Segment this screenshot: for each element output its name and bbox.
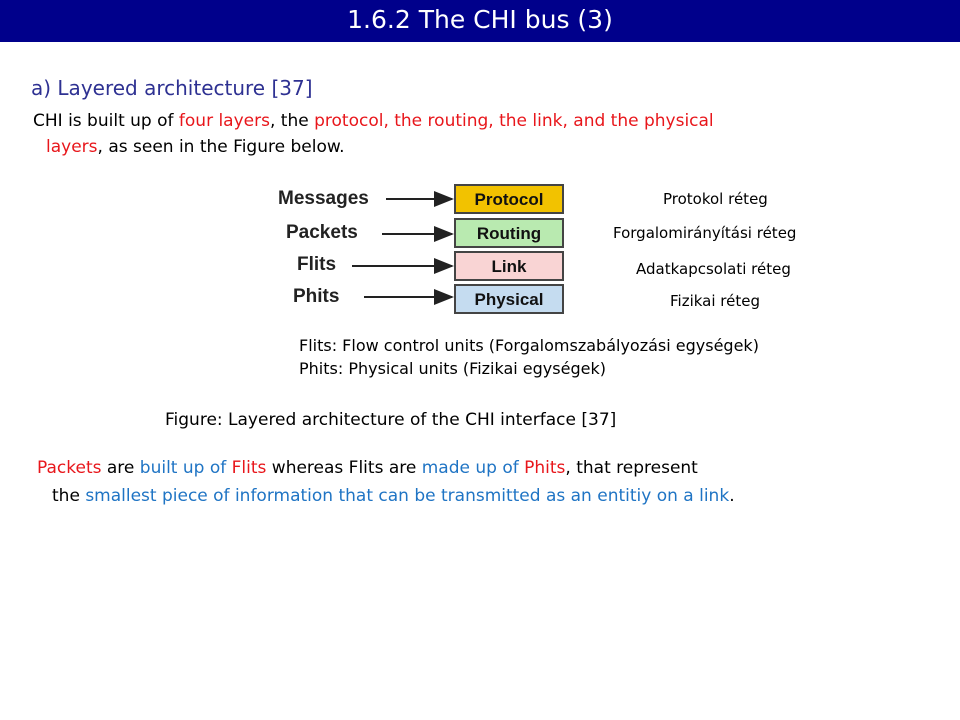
summary-built-up-of: built up of <box>139 458 227 478</box>
note-flits: Flits: Flow control units (Forgalomszabá… <box>299 336 759 355</box>
intro-text-6: , as seen in the Figure below. <box>97 137 345 157</box>
layer-physical: Physical <box>454 284 564 314</box>
summary-made-up-of: made up of <box>421 458 519 478</box>
summary-smallest-piece: smallest piece of information that can b… <box>85 486 730 506</box>
summary-phits: Phits <box>524 458 566 478</box>
intro-layer-list: protocol, the routing, the link, and the… <box>314 111 714 131</box>
intro-layers-word: layers <box>46 137 98 157</box>
figure-caption: Figure: Layered architecture of the CHI … <box>165 410 617 430</box>
intro-line-1: CHI is built up of four layers, the prot… <box>33 108 714 134</box>
fig-label-packets: Packets <box>286 222 358 243</box>
summary-text-10: , that represent <box>565 458 698 478</box>
slide-title: 1.6.2 The CHI bus (3) <box>347 5 613 34</box>
fig-label-messages: Messages <box>278 188 369 209</box>
summary-flits: Flits <box>231 458 267 478</box>
hu-physical-layer: Fizikai réteg <box>670 292 760 310</box>
layer-protocol: Protocol <box>454 184 564 214</box>
intro-line-2: layers, as seen in the Figure below. <box>46 134 345 160</box>
layer-routing: Routing <box>454 218 564 248</box>
summary-period: . <box>729 486 735 506</box>
summary-text-2: are <box>101 458 140 478</box>
summary-packets: Packets <box>37 458 102 478</box>
hu-link-layer: Adatkapcsolati réteg <box>636 260 791 278</box>
hu-protocol-layer: Protokol réteg <box>663 190 768 208</box>
summary-line-2: the smallest piece of information that c… <box>52 483 735 509</box>
layer-link: Link <box>454 251 564 281</box>
intro-text-3: , the <box>269 111 315 131</box>
summary-text-6: whereas Flits are <box>266 458 422 478</box>
hu-routing-layer: Forgalomirányítási réteg <box>613 224 797 242</box>
title-bar <box>0 0 960 42</box>
summary-line-1: Packets are built up of Flits whereas Fl… <box>37 455 698 481</box>
fig-label-phits: Phits <box>293 286 340 307</box>
section-heading: a) Layered architecture [37] <box>31 76 313 100</box>
note-phits: Phits: Physical units (Fizikai egységek) <box>299 359 606 378</box>
intro-text-1: CHI is built up of <box>33 111 179 131</box>
fig-label-flits: Flits <box>297 254 337 275</box>
intro-four-layers: four layers <box>178 111 270 131</box>
summary-text-11: the <box>52 486 86 506</box>
